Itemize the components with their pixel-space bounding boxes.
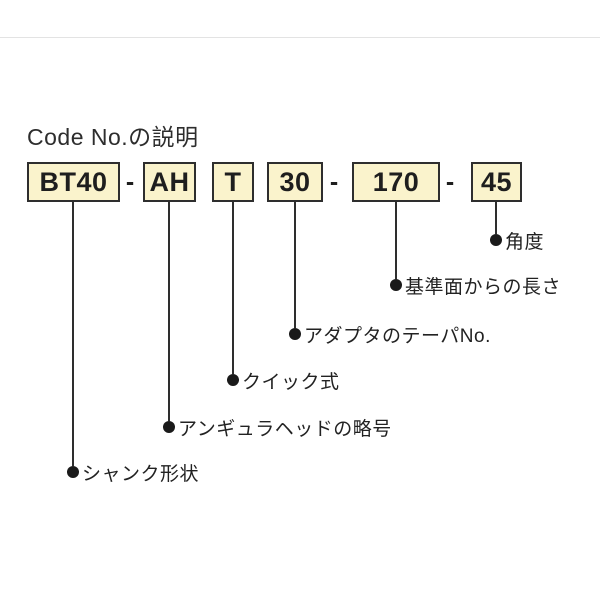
code-separator-3: - xyxy=(445,167,455,196)
bullet-icon xyxy=(289,328,301,340)
code-box-taper-no: 30 xyxy=(267,162,323,202)
leader-line-quick-type xyxy=(232,202,234,374)
code-separator-2: - xyxy=(329,167,339,196)
code-box-quick-type: T xyxy=(212,162,254,202)
leader-line-angle xyxy=(495,202,497,234)
page-title: Code No.の説明 xyxy=(27,124,199,150)
bullet-icon xyxy=(490,234,502,246)
bullet-icon xyxy=(67,466,79,478)
code-box-angle-text: 45 xyxy=(480,166,513,197)
label-angle: 角度 xyxy=(505,231,545,253)
leader-line-head-abbrev xyxy=(168,202,170,421)
code-box-quick-type-text: T xyxy=(224,166,242,197)
code-box-length-text: 170 xyxy=(372,166,420,197)
code-box-head-abbrev: AH xyxy=(143,162,196,202)
leader-line-shank-type xyxy=(72,202,74,466)
bullet-icon xyxy=(390,279,402,291)
label-taper-no: アダプタのテーパNo. xyxy=(304,325,491,347)
label-head-abbrev: アンギュラヘッドの略号 xyxy=(178,418,392,440)
code-box-taper-no-text: 30 xyxy=(279,166,311,197)
label-quick-type: クイック式 xyxy=(242,371,340,393)
code-box-angle: 45 xyxy=(471,162,522,202)
bullet-icon xyxy=(163,421,175,433)
code-box-head-abbrev-text: AH xyxy=(149,166,190,197)
top-divider xyxy=(0,37,600,38)
label-shank-type: シャンク形状 xyxy=(82,463,200,485)
code-box-shank-type: BT40 xyxy=(27,162,120,202)
code-separator-1: - xyxy=(125,167,135,196)
code-box-length: 170 xyxy=(352,162,440,202)
bullet-icon xyxy=(227,374,239,386)
label-length: 基準面からの長さ xyxy=(405,276,562,298)
leader-line-taper-no xyxy=(294,202,296,328)
code-box-shank-type-text: BT40 xyxy=(39,166,108,197)
leader-line-length xyxy=(395,202,397,279)
